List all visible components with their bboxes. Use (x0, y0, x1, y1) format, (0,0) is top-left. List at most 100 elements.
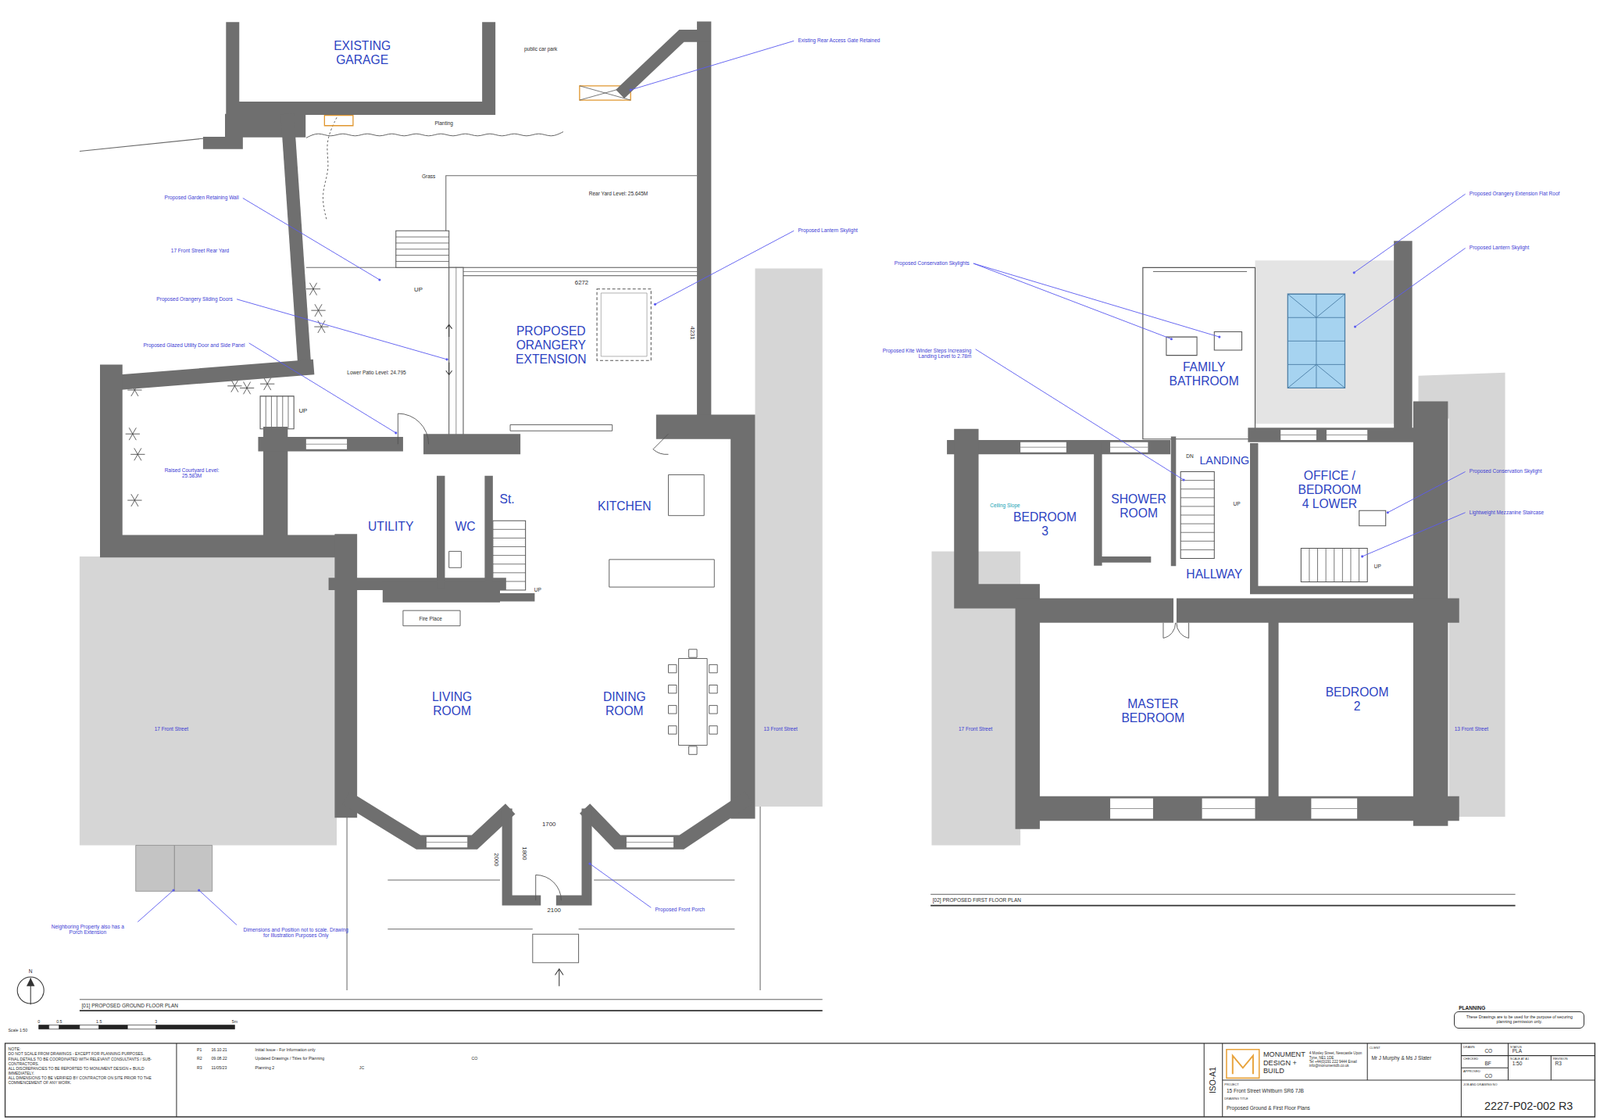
sheet-marks (17, 893, 1515, 1029)
plan-text: [02] PROPOSED FIRST FLOOR PLAN (932, 896, 1022, 904)
glazing (456, 267, 704, 275)
leader-line (236, 299, 447, 360)
planting-symbol (264, 377, 268, 384)
wall (436, 479, 445, 584)
title-block-rule (1203, 1042, 1205, 1117)
stair-tread (1317, 547, 1318, 582)
planting-symbol (134, 500, 142, 501)
leader-line (630, 40, 794, 90)
plan-text: N (28, 968, 33, 975)
wall (1189, 597, 1447, 622)
room-label: BEDROOM 3 (1009, 510, 1081, 539)
window (1326, 434, 1368, 436)
plan-text: 0 (37, 1018, 40, 1024)
leader-dot (1182, 478, 1186, 481)
title-block-rule (1550, 1055, 1552, 1080)
room-label: FAMILY BATHROOM (1167, 360, 1240, 389)
furniture (678, 658, 708, 746)
room-label: MASTER BEDROOM (1117, 696, 1189, 725)
furniture (709, 725, 718, 734)
wall (589, 800, 743, 842)
skylight-frame (1287, 293, 1345, 318)
plan-text: SCALE AT A1 (1510, 1057, 1529, 1061)
plan-text: 4231 (688, 325, 696, 340)
planting-symbol (267, 377, 272, 384)
leader-dot (629, 88, 633, 91)
annotation-label: Lightweight Mezzanine Staircase (1469, 509, 1544, 516)
planting-symbol (134, 493, 139, 500)
stair-tread (282, 396, 283, 429)
wall (489, 479, 532, 597)
annotation-label: Proposed Lantern Skylight (797, 227, 858, 234)
stair-tread (492, 546, 526, 547)
stair-tread (1333, 547, 1335, 582)
plan-text: CLIENT (1369, 1046, 1381, 1050)
flat-roof (1255, 260, 1407, 424)
planting-symbol (134, 453, 139, 461)
stair-tread (1180, 549, 1215, 550)
furniture (689, 649, 697, 658)
annotation-label: Dimensions and Position not to scale. Dr… (239, 925, 353, 938)
leader-line (655, 230, 795, 304)
window (626, 836, 674, 847)
room-label: St. (500, 492, 515, 507)
title-bar (79, 998, 823, 1000)
stair-tread (1342, 547, 1343, 582)
room-label: LANDING (1199, 453, 1250, 468)
leader-dot (1353, 271, 1356, 274)
room-label: OFFICE / BEDROOM 4 LOWER (1296, 468, 1364, 511)
stair-tread (1180, 505, 1215, 507)
company-logo (1232, 1055, 1254, 1075)
wall (110, 367, 306, 383)
neighbour-property (79, 556, 337, 846)
plan-text: DN (1185, 453, 1193, 460)
stair-tread (1180, 496, 1215, 498)
plan-text: Tel +44(0)191 222 9444 Email info@monume… (1309, 1059, 1366, 1068)
annotation-label: 13 Front Street (763, 725, 797, 733)
plan-text: 6272 (575, 278, 589, 286)
wall (209, 136, 237, 150)
title-block (5, 1042, 1596, 1117)
scale-bar (127, 1024, 157, 1029)
lantern-skylight (600, 292, 647, 357)
leader-dot (653, 303, 657, 306)
stair-tread (1180, 532, 1215, 533)
wall (507, 813, 536, 900)
window (1110, 442, 1148, 453)
stair-tread (276, 396, 278, 429)
slide-arrow (446, 370, 453, 375)
stair-tread (1180, 523, 1215, 525)
conservation-skylight (1166, 336, 1197, 356)
annotation-label: Proposed Garden Retaining Wall (164, 195, 240, 202)
plan-text: 09.08.22 (210, 1055, 227, 1061)
plan-text: UP (1232, 500, 1240, 508)
leader-line (1387, 471, 1465, 513)
plan-text: Planning 2 (255, 1064, 275, 1070)
plan-text: 3 (154, 1018, 158, 1024)
planting-symbol (267, 383, 272, 390)
leader-dot (1386, 510, 1390, 514)
leader-line (973, 263, 1220, 337)
plan-text: 1800 (521, 846, 529, 860)
furniture (609, 559, 715, 587)
wall (966, 440, 1028, 817)
hedge-line (322, 117, 337, 220)
stair-tread (1180, 540, 1215, 542)
plan-text: Proposed Ground & First Floor Plans (1226, 1105, 1311, 1112)
stair (1300, 547, 1368, 582)
slide-arrow (448, 362, 450, 375)
skylight-frame (1287, 340, 1345, 342)
plan-text: 4 Mosley Street, Newcastle Upon Tyne, NE… (1309, 1050, 1366, 1059)
planting-symbol (132, 427, 137, 434)
annotation-label: 13 Front Street (1454, 725, 1489, 733)
garden-gate (324, 115, 354, 126)
furniture (668, 664, 677, 672)
planting-symbol (243, 382, 248, 389)
leader-line (1362, 512, 1466, 557)
window (626, 841, 674, 843)
plan-line (1153, 271, 1247, 272)
plan-text: 15 Front Street Whitburn SR6 7JB (1226, 1087, 1304, 1094)
plan-text: 1:50 (1512, 1060, 1523, 1067)
